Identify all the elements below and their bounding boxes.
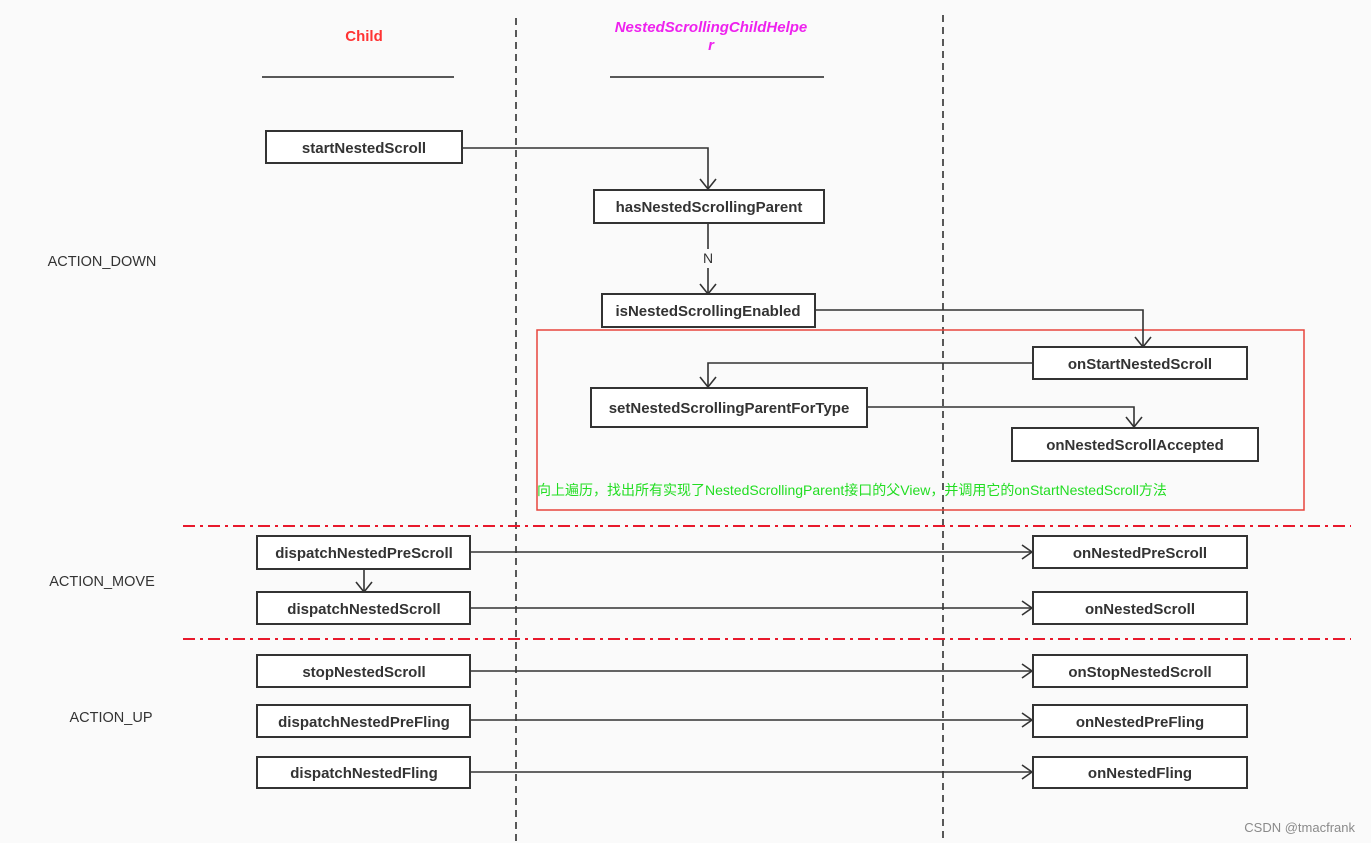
node-set-nested-scrolling-parent-for-type: setNestedScrollingParentForType xyxy=(590,387,868,428)
node-dispatch-nested-fling: dispatchNestedFling xyxy=(256,756,471,789)
node-on-start-nested-scroll: onStartNestedScroll xyxy=(1032,346,1248,380)
node-on-nested-pre-scroll: onNestedPreScroll xyxy=(1032,535,1248,569)
edge-enabled-to-on-start xyxy=(815,309,1144,346)
node-on-nested-scroll: onNestedScroll xyxy=(1032,591,1248,625)
phase-label-action-move: ACTION_MOVE xyxy=(49,574,155,590)
phase-label-action-down: ACTION_DOWN xyxy=(48,254,157,270)
node-on-nested-fling: onNestedFling xyxy=(1032,756,1248,789)
edge-set-parent-to-accepted xyxy=(867,406,1135,426)
node-label: onStartNestedScroll xyxy=(1068,356,1212,373)
node-label: dispatchNestedScroll xyxy=(287,601,440,618)
node-label: onNestedPreFling xyxy=(1076,714,1204,731)
node-label: dispatchNestedPreScroll xyxy=(275,545,453,562)
phase-label-action-up: ACTION_UP xyxy=(70,710,153,726)
node-label: setNestedScrollingParentForType xyxy=(609,400,850,417)
node-label: startNestedScroll xyxy=(302,140,426,157)
node-stop-nested-scroll: stopNestedScroll xyxy=(256,654,471,688)
node-on-stop-nested-scroll: onStopNestedScroll xyxy=(1032,654,1248,688)
node-on-nested-scroll-accepted: onNestedScrollAccepted xyxy=(1011,427,1259,462)
node-is-nested-scrolling-enabled: isNestedScrollingEnabled xyxy=(601,293,816,328)
node-label: onStopNestedScroll xyxy=(1068,664,1211,681)
csdn-watermark: CSDN @tmacfrank xyxy=(1244,820,1355,835)
node-has-nested-scrolling-parent: hasNestedScrollingParent xyxy=(593,189,825,224)
node-label: hasNestedScrollingParent xyxy=(616,199,803,216)
node-label: stopNestedScroll xyxy=(302,664,425,681)
node-on-nested-pre-fling: onNestedPreFling xyxy=(1032,704,1248,738)
node-label: onNestedPreScroll xyxy=(1073,545,1207,562)
edge-start-to-has-parent xyxy=(462,147,709,188)
node-dispatch-nested-pre-fling: dispatchNestedPreFling xyxy=(256,704,471,738)
edge-on-start-to-set-parent xyxy=(707,362,1033,386)
node-label: onNestedFling xyxy=(1088,765,1192,782)
parent-traversal-highlight xyxy=(536,329,1305,511)
node-label: dispatchNestedFling xyxy=(290,765,438,782)
parent-traversal-annotation: 向上遍历，找出所有实现了NestedScrollingParent接口的父Vie… xyxy=(537,482,1167,498)
node-label: dispatchNestedPreFling xyxy=(278,714,450,731)
edge-label-no: N xyxy=(703,250,713,266)
child-column-header: Child xyxy=(345,28,383,45)
node-dispatch-nested-pre-scroll: dispatchNestedPreScroll xyxy=(256,535,471,570)
node-label: onNestedScrollAccepted xyxy=(1046,437,1224,454)
helper-column-header: NestedScrollingChildHelpe xyxy=(615,19,808,36)
node-label: isNestedScrollingEnabled xyxy=(615,303,800,320)
helper-column-header-wrap: r xyxy=(708,37,715,54)
node-dispatch-nested-scroll: dispatchNestedScroll xyxy=(256,591,471,625)
node-start-nested-scroll: startNestedScroll xyxy=(265,130,463,164)
node-label: onNestedScroll xyxy=(1085,601,1195,618)
